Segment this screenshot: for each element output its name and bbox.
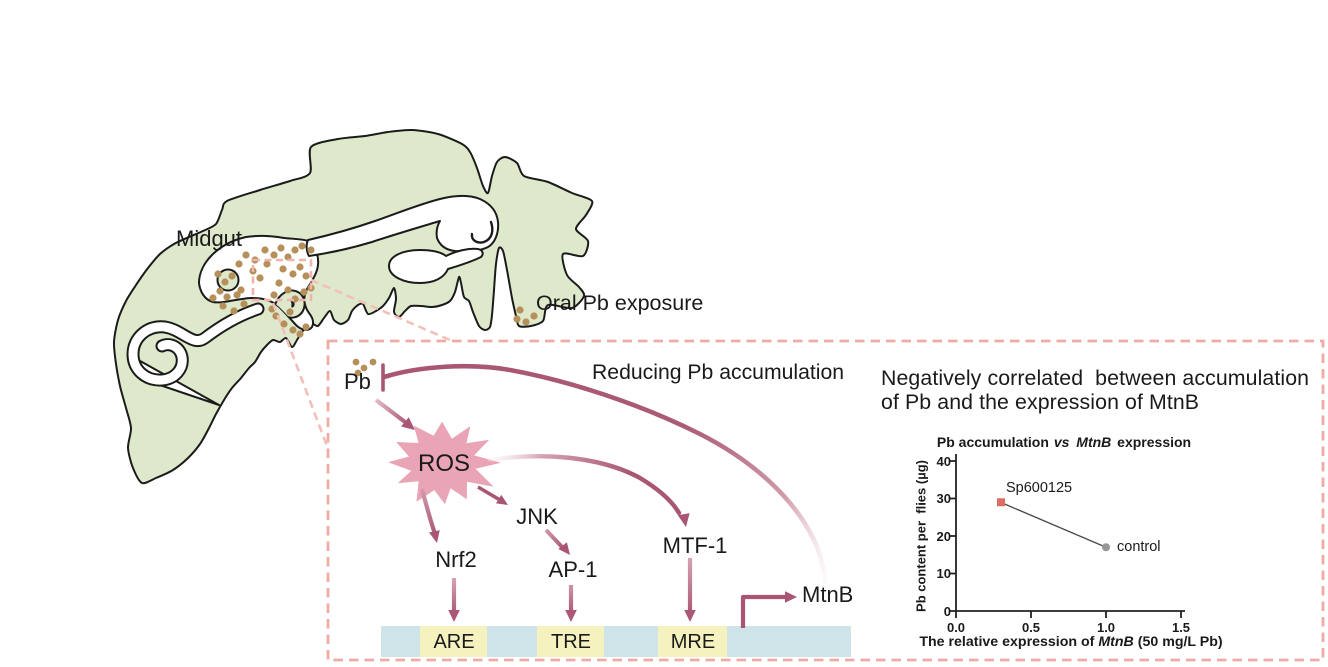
midgut-pb-dots xyxy=(209,242,315,338)
x-tick-15: 1.5 xyxy=(1171,620,1191,635)
arrow-pb-ros xyxy=(374,398,407,424)
chart-title-post: expression xyxy=(1117,434,1192,450)
node-ap1: AP-1 xyxy=(548,557,598,582)
oral-exposure-label: Oral Pb exposure xyxy=(536,291,704,315)
point-label-sp600125: Sp600125 xyxy=(1006,480,1073,497)
reducing-accumulation-label: Reducing Pb accumulation xyxy=(592,361,845,384)
node-mtnb: MtnB xyxy=(802,582,854,607)
arrowhead-ap1-tre xyxy=(565,610,577,622)
x-label-post: (50 mg/L Pb) xyxy=(1137,634,1223,650)
arrowhead-transcription xyxy=(785,591,797,603)
mre-box xyxy=(658,626,727,657)
x-label-gene: MtnB xyxy=(1098,634,1134,650)
chart-y-axis-label: Pb content per flies (µg) xyxy=(913,460,929,612)
pb-node-dots xyxy=(352,358,377,377)
x-label-pre: The relative expression of xyxy=(919,634,1095,650)
arrowhead-mtf1-mre xyxy=(684,610,696,622)
arrowhead-ros-nrf2 xyxy=(429,530,440,543)
dna-bar xyxy=(381,626,851,657)
arrow-ros-mtf1 xyxy=(487,453,682,516)
mre-label: MRE xyxy=(670,631,716,653)
chart-series-line xyxy=(1003,503,1107,548)
ros-starburst xyxy=(388,421,501,505)
chart-title-gene: MtnB xyxy=(1076,434,1112,450)
correlation-chart xyxy=(949,454,1185,618)
arrowhead-pb-ros xyxy=(401,417,415,430)
fly-foregut-oval xyxy=(388,247,484,284)
fly-hindgut xyxy=(126,302,265,406)
zoom-source-rect xyxy=(251,258,313,302)
arrowhead-ros-mtf1 xyxy=(677,513,690,527)
y-tick-20: 20 xyxy=(936,529,951,544)
zoom-callout xyxy=(251,258,1325,662)
arrowhead-ros-jnk xyxy=(496,494,508,505)
y-tick-0: 0 xyxy=(943,604,951,619)
pathway-panel-border xyxy=(326,339,1325,662)
chart-y-tickmarks xyxy=(949,460,956,612)
marker-sp600125 xyxy=(997,498,1005,507)
node-jnk: JNK xyxy=(516,504,558,529)
chart-x-axis-label: The relative expression of MtnB (50 mg/L… xyxy=(919,634,1222,650)
y-tick-40: 40 xyxy=(936,454,951,469)
tre-label: TRE xyxy=(551,631,591,653)
pathway-graphics xyxy=(352,358,851,657)
chart-title-vs: vs xyxy=(1053,434,1070,450)
are-box xyxy=(420,626,487,657)
are-label: ARE xyxy=(433,631,475,653)
arrow-jnk-ap1 xyxy=(544,528,565,550)
x-tick-05: 0.5 xyxy=(1021,620,1041,635)
summary-text: Negatively correlated between accumulati… xyxy=(881,366,1309,414)
y-tick-10: 10 xyxy=(936,566,951,581)
arrowhead-nrf2-are xyxy=(448,610,460,622)
summary-line-2: of Pb and the expression of MtnB xyxy=(881,390,1200,414)
chart-title-pre: Pb accumulation xyxy=(936,434,1049,450)
marker-control xyxy=(1102,543,1110,552)
y-tick-30: 30 xyxy=(936,491,951,506)
chart-title: Pb accumulation vs MtnB expression xyxy=(937,434,1191,450)
node-nrf2: Nrf2 xyxy=(435,547,477,572)
x-tick-0: 0.0 xyxy=(946,620,966,635)
summary-line-1: Negatively correlated between accumulati… xyxy=(881,366,1310,390)
node-pb: Pb xyxy=(344,369,371,394)
arrow-ros-jnk xyxy=(477,485,501,502)
node-mtf1: MTF-1 xyxy=(662,533,728,558)
transcription-arrow xyxy=(740,594,785,628)
chart-x-tickmarks xyxy=(955,611,1182,618)
arrowhead-jnk-ap1 xyxy=(558,542,570,555)
x-tick-10: 1.0 xyxy=(1096,620,1116,635)
node-ros: ROS xyxy=(417,450,471,477)
fly-body-illustration xyxy=(112,128,594,485)
tre-box xyxy=(537,626,604,657)
arrow-ros-nrf2 xyxy=(419,488,437,535)
point-label-control: control xyxy=(1117,539,1161,556)
reducing-inhibition-curve xyxy=(381,363,829,589)
oral-pb-dots xyxy=(513,306,538,326)
midgut-label: Midgut xyxy=(176,226,243,251)
fly-foregut-crop xyxy=(305,195,500,284)
